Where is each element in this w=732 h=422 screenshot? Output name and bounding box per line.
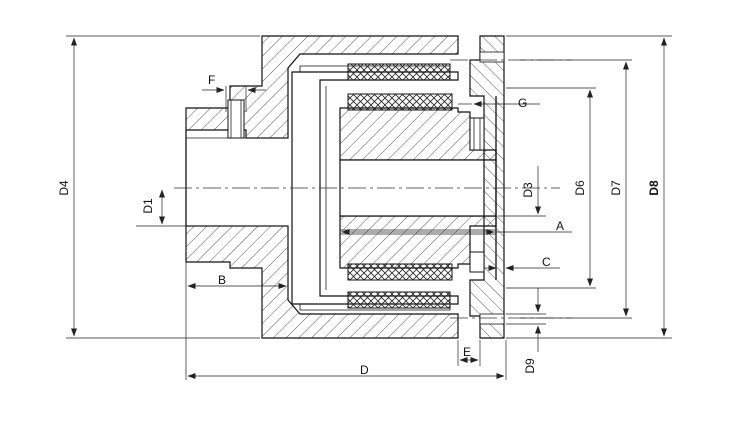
coil-windings <box>347 63 453 309</box>
label-d: D <box>360 363 369 377</box>
label-d9: D9 <box>523 358 537 374</box>
label-d7: D7 <box>609 180 623 196</box>
label-d1: D1 <box>141 198 155 214</box>
label-e: E <box>463 345 471 359</box>
label-f: F <box>208 73 215 87</box>
label-d3: D3 <box>521 182 535 198</box>
label-b: B <box>218 273 226 287</box>
label-d4: D4 <box>57 180 71 196</box>
right-flange <box>469 35 505 339</box>
dimension-lines <box>66 35 672 380</box>
label-c: C <box>542 255 551 269</box>
label-g: G <box>518 96 527 110</box>
label-a: A <box>556 219 564 233</box>
dimension-labels: F G A C B D E D1 D3 D4 D6 D7 D8 D9 <box>57 73 661 377</box>
label-d6: D6 <box>573 180 587 196</box>
label-d8: D8 <box>647 180 661 196</box>
housing-section <box>185 35 459 339</box>
